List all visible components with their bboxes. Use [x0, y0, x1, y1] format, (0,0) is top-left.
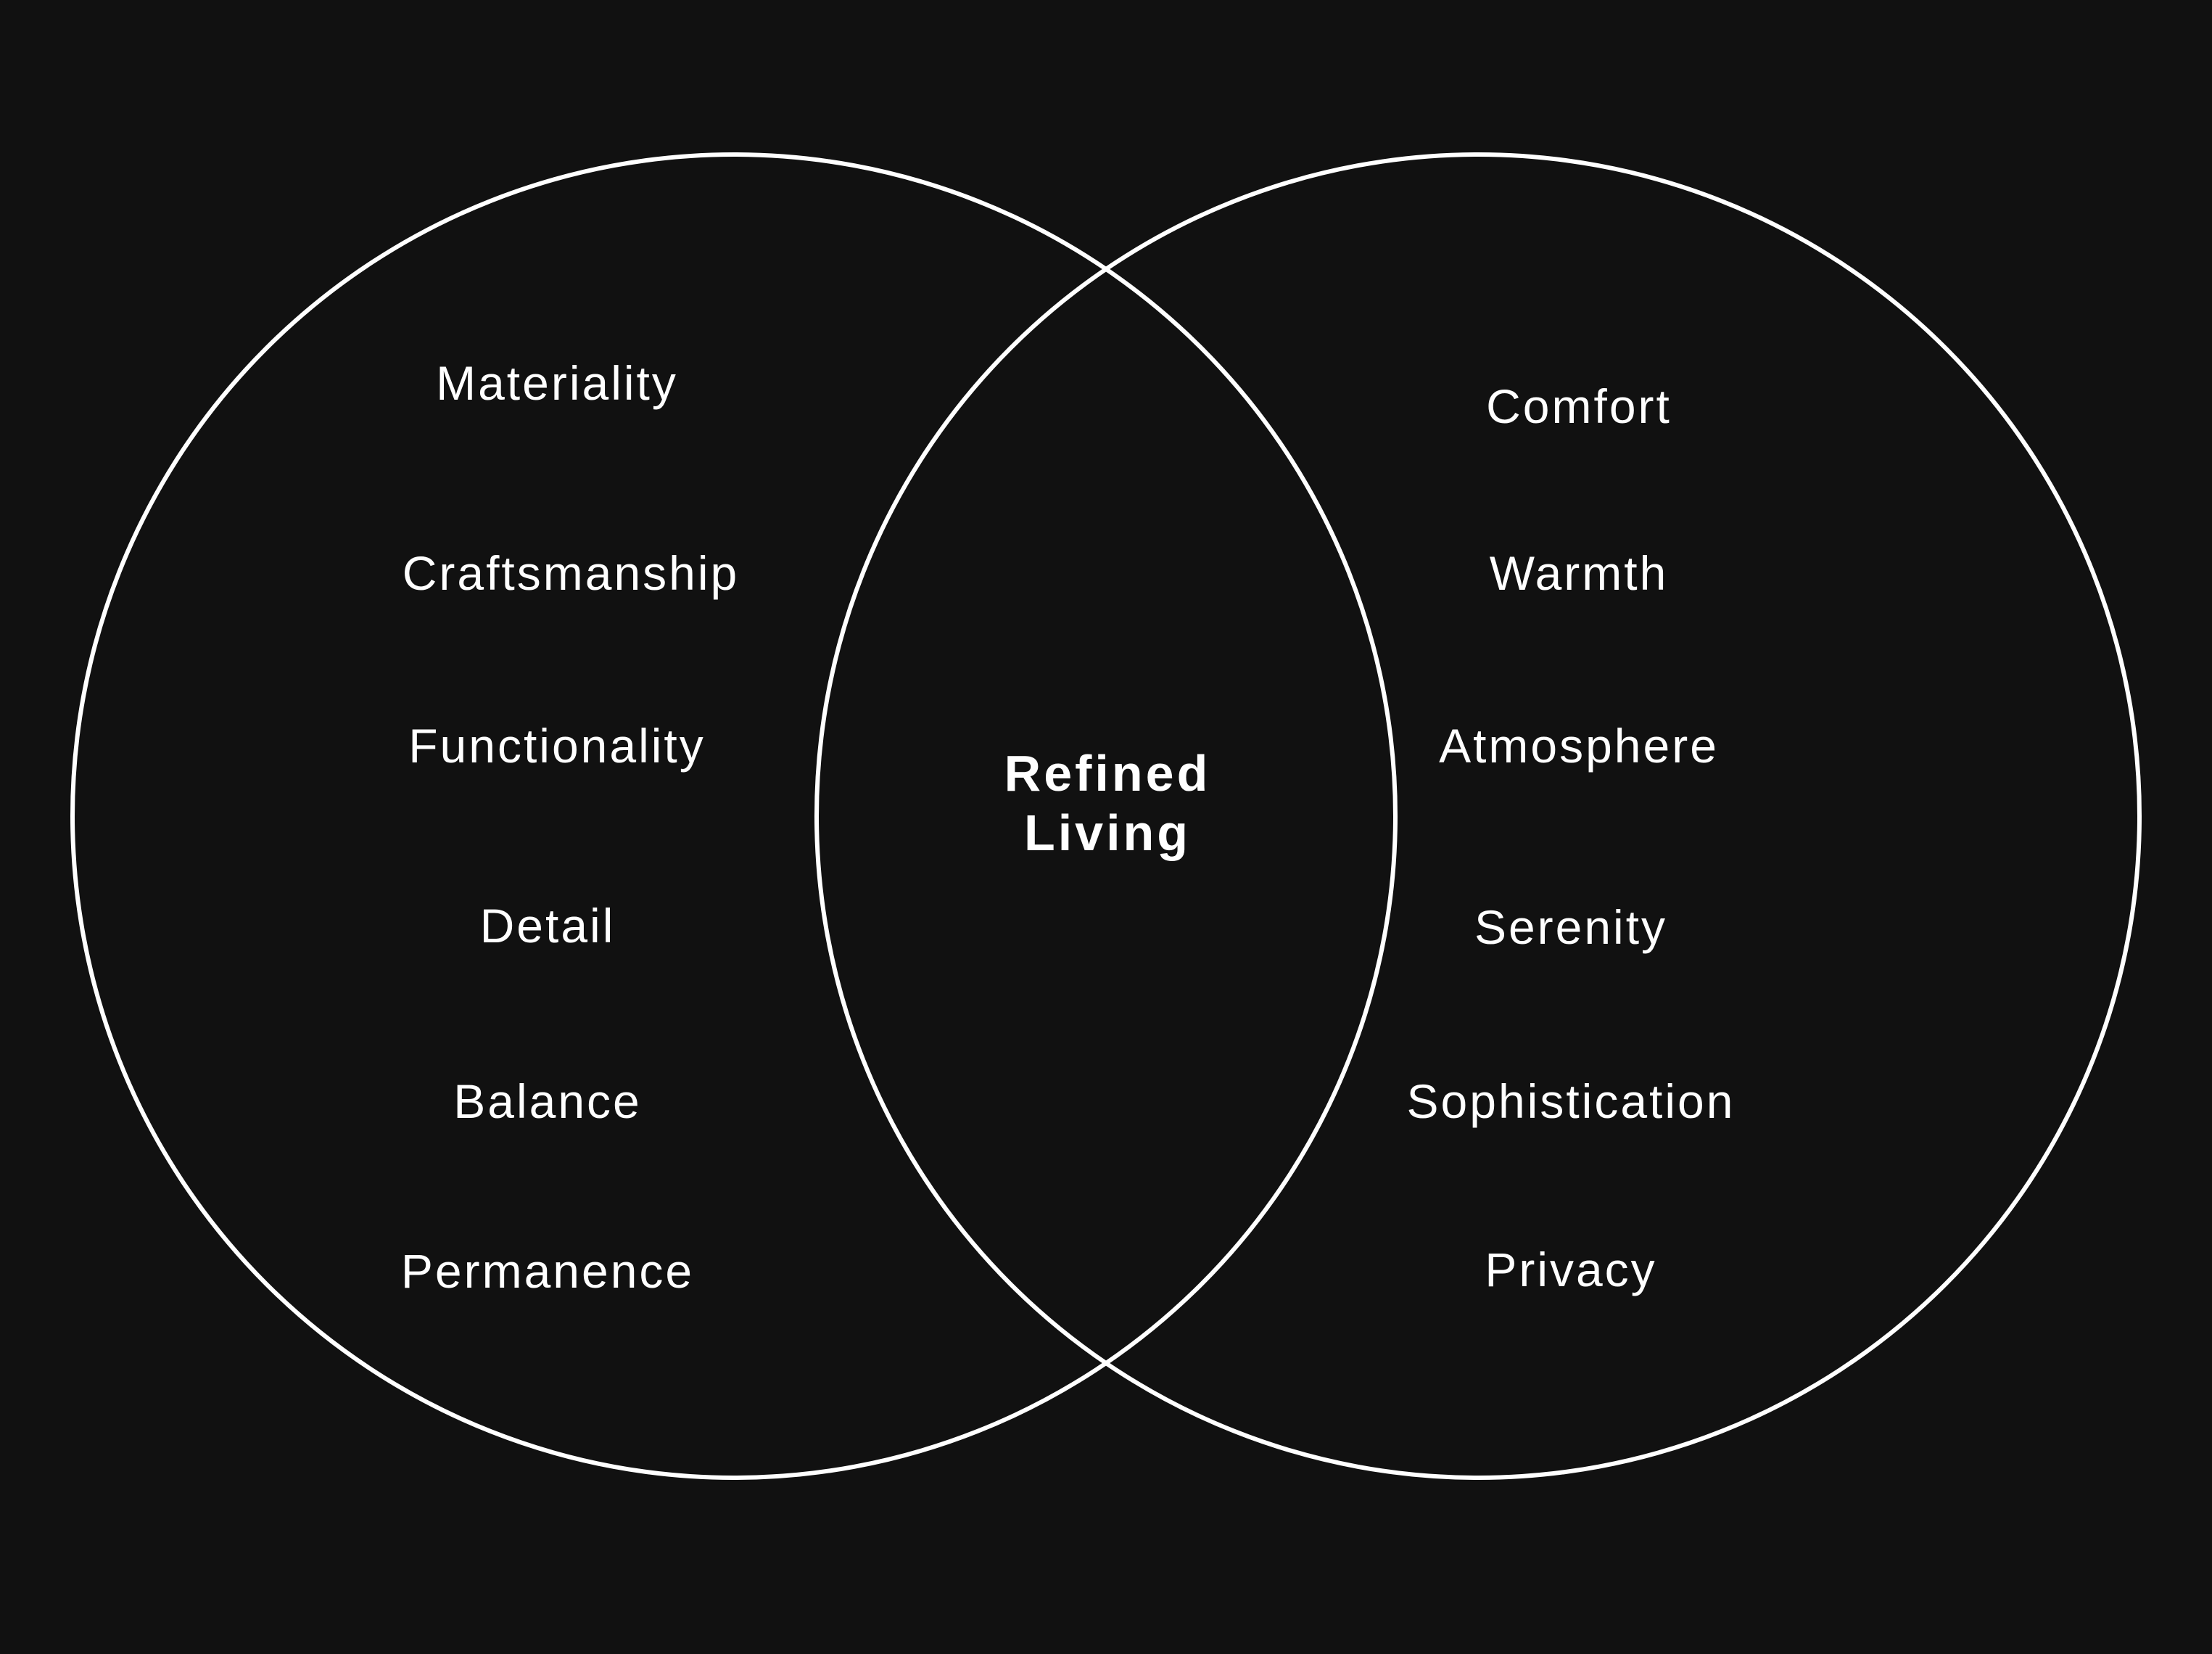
right-item-serenity: Serenity — [1474, 900, 1667, 954]
left-item-permanence: Permanence — [401, 1244, 694, 1298]
intersection-line-2: Living — [1024, 805, 1191, 861]
left-item-materiality: Materiality — [436, 356, 678, 410]
left-item-balance: Balance — [453, 1074, 642, 1128]
intersection-line-1: Refined — [1004, 745, 1211, 802]
right-item-warmth: Warmth — [1490, 546, 1669, 600]
intersection-label: Refined Living — [1004, 745, 1211, 861]
right-item-atmosphere: Atmosphere — [1439, 719, 1719, 773]
right-item-comfort: Comfort — [1486, 379, 1672, 433]
left-item-detail: Detail — [480, 899, 616, 953]
left-item-craftsmanship: Craftsmanship — [403, 546, 740, 600]
right-item-sophistication: Sophistication — [1407, 1074, 1736, 1128]
left-circle — [70, 152, 1398, 1480]
right-item-privacy: Privacy — [1485, 1243, 1656, 1296]
right-circle — [814, 152, 2142, 1480]
right-set-labels: Comfort Warmth Atmosphere Serenity Sophi… — [1407, 379, 1736, 1296]
left-item-functionality: Functionality — [408, 719, 706, 773]
left-set-labels: Materiality Craftsmanship Functionality … — [401, 356, 740, 1298]
